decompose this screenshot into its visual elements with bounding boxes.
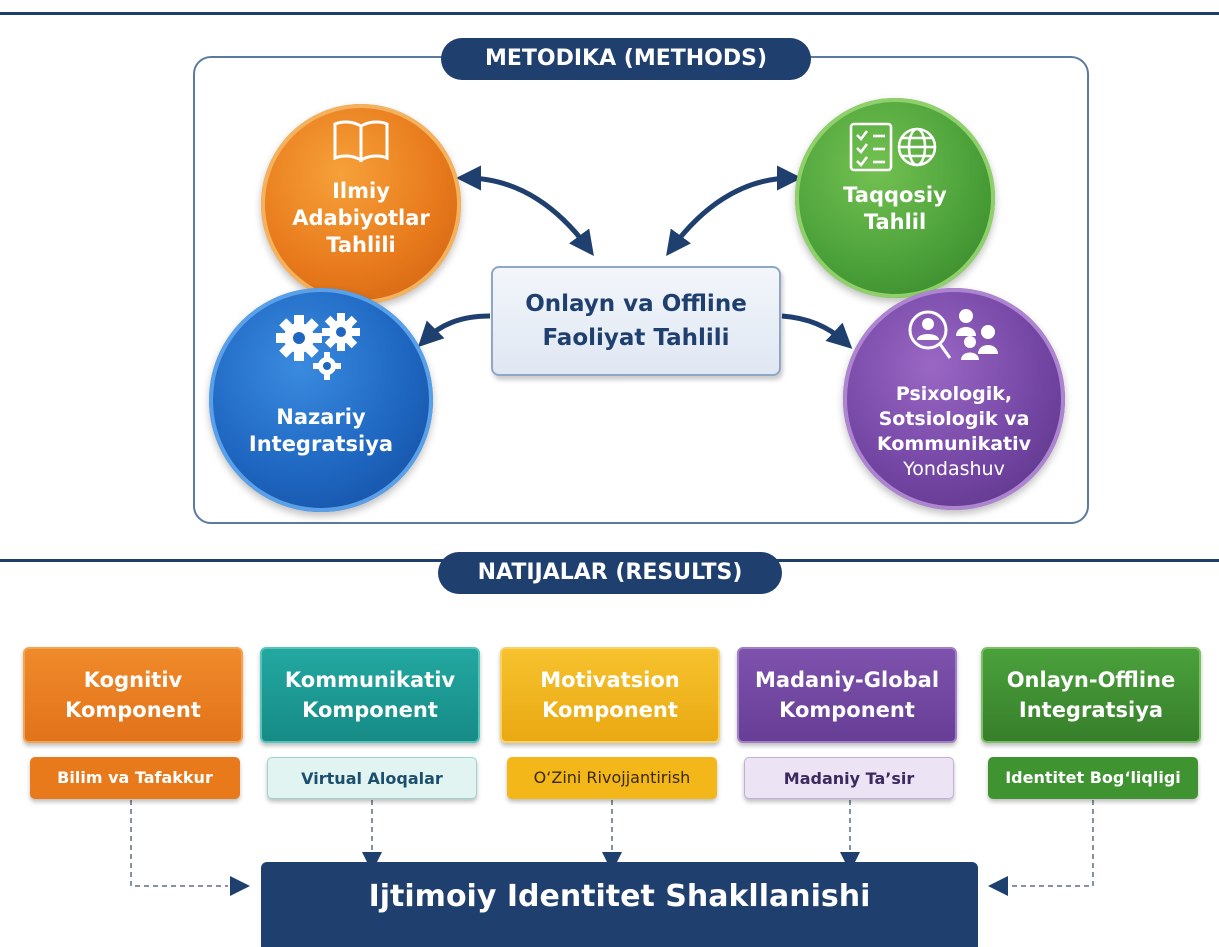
component-kognitiv-head: Kognitiv Komponent	[23, 647, 243, 743]
outcome-bar: Ijtimoiy Identitet Shakllanishi	[261, 862, 978, 947]
madaniy-head-line2: Komponent	[779, 698, 915, 722]
onlayn-head-line1: Onlayn-Offline	[1006, 668, 1176, 692]
component-madaniy-head: Madaniy-Global Komponent	[737, 647, 957, 743]
psixologik-line1: Psixologik,	[895, 383, 1013, 405]
dash-kognitiv	[130, 800, 228, 887]
results-title: NATIJALAR (RESULTS)	[438, 552, 782, 594]
onlayn-head-line2: Integratsiya	[1018, 698, 1164, 722]
gears-icon	[276, 313, 360, 380]
people-search-icon	[908, 309, 998, 360]
motivatsion-head-line1: Motivatsion	[540, 668, 680, 692]
component-onlayn-sub: Identitet Bog‘liqligi	[988, 757, 1198, 799]
ilmiy-line3: Tahlili	[326, 233, 396, 257]
component-onlayn-head: Onlayn-Offline Integratsiya	[981, 647, 1201, 743]
component-kommunikativ-head: Kommunikativ Komponent	[260, 647, 480, 743]
component-kognitiv-sub: Bilim va Tafakkur	[30, 757, 240, 799]
psixologik-line2: Sotsiologik va	[878, 408, 1030, 430]
arrow-taqqosiy-center	[666, 165, 802, 257]
method-nazariy-circle: Nazariy Integratsiya	[209, 288, 433, 512]
component-madaniy-sub: Madaniy Ta’sir	[744, 757, 954, 799]
method-taqqosiy-circle: Taqqosiy Tahlil	[795, 98, 995, 298]
psixologik-line4: Yondashuv	[903, 458, 1005, 480]
motivatsion-head-line2: Komponent	[542, 698, 678, 722]
taqqosiy-line2: Tahlil	[863, 210, 927, 234]
checklist-globe-icon	[849, 122, 937, 172]
madaniy-head-line1: Madaniy-Global	[754, 668, 940, 692]
arrow-ilmiy-center	[456, 165, 594, 257]
component-motivatsion-sub: O‘Zini Rivojjantirish	[507, 757, 717, 799]
ilmiy-line2: Adabiyotlar	[292, 206, 430, 230]
open-book-icon	[333, 120, 389, 163]
taqqosiy-line1: Taqqosiy	[843, 183, 947, 207]
arrow-center-psixologik	[781, 313, 853, 349]
kommunikativ-head-line1: Kommunikativ	[284, 668, 456, 692]
kognitiv-head-line2: Komponent	[65, 698, 201, 722]
top-rule	[0, 12, 1219, 15]
kommunikativ-head-line2: Komponent	[302, 698, 438, 722]
center-line1: Onlayn va Offline	[525, 291, 747, 317]
methods-title: METODIKA (METHODS)	[441, 38, 811, 80]
arrowhead-onlayn	[988, 876, 1008, 896]
center-activity-box: Onlayn va Offline Faoliyat Tahlili	[491, 266, 781, 376]
nazariy-line2: Integratsiya	[248, 432, 394, 456]
ilmiy-line1: Ilmiy	[332, 179, 390, 203]
arrow-center-nazariy	[417, 313, 491, 348]
nazariy-line1: Nazariy	[276, 405, 366, 429]
kognitiv-head-line1: Kognitiv	[83, 668, 183, 692]
dash-onlayn	[1010, 800, 1094, 887]
center-line2: Faoliyat Tahlili	[542, 325, 730, 351]
psixologik-line3: Kommunikativ	[876, 433, 1032, 455]
method-ilmiy-circle: Ilmiy Adabiyotlar Tahlili	[261, 104, 461, 304]
component-motivatsion-head: Motivatsion Komponent	[500, 647, 720, 743]
method-psixologik-circle: Psixologik, Sotsiologik va Kommunikativ …	[843, 288, 1065, 510]
arrowhead-kognitiv	[230, 876, 250, 896]
component-kommunikativ-sub: Virtual Aloqalar	[267, 757, 477, 799]
